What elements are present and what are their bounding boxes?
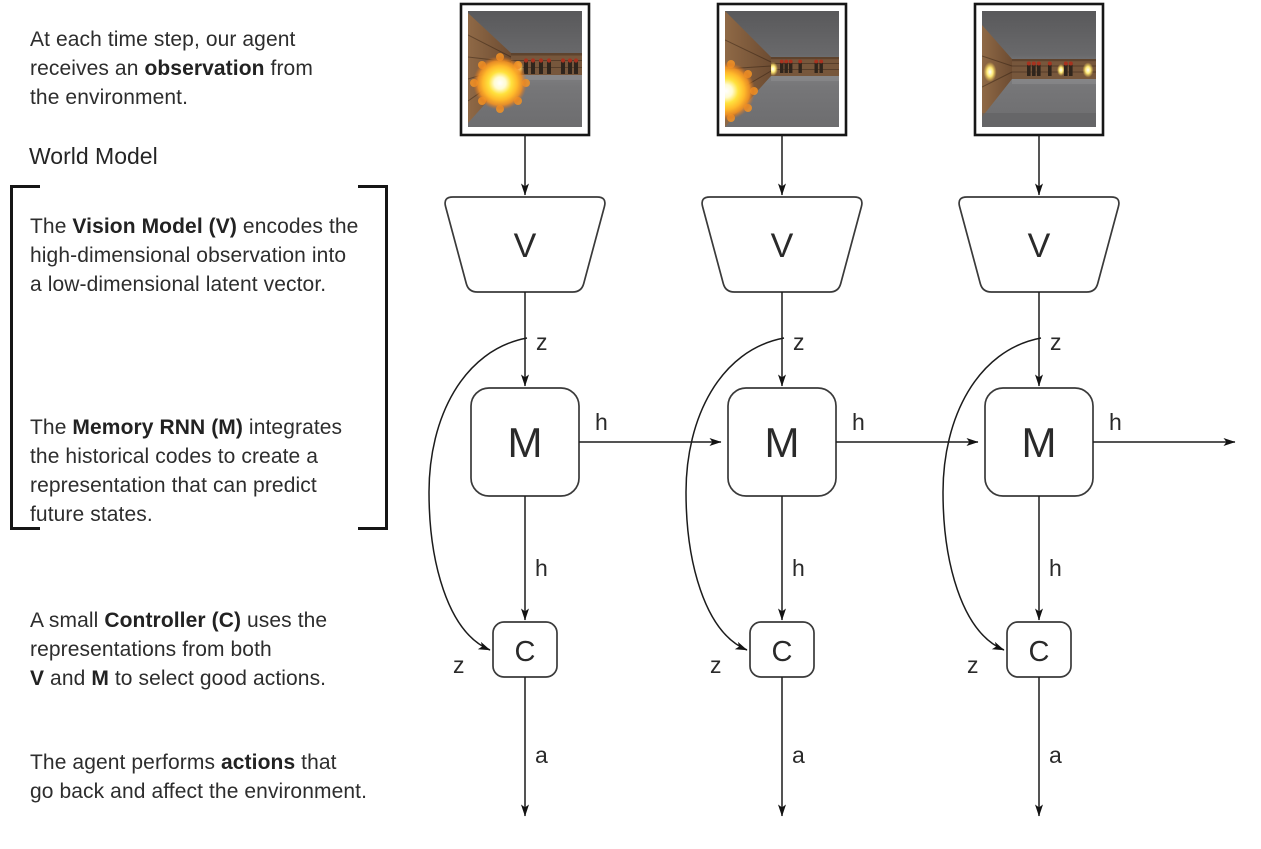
- controller-node-label: C: [1029, 636, 1050, 668]
- controller-text: A small Controller (C) uses the represen…: [30, 606, 327, 693]
- hidden-label: h: [535, 555, 548, 581]
- vision-model-text: The Vision Model (V) encodes the high-di…: [30, 212, 358, 299]
- brick-wall: [982, 25, 1012, 117]
- small-fireball-glow: [1057, 64, 1065, 76]
- action-label: a: [535, 742, 548, 768]
- vision-node: [958, 196, 1120, 293]
- vision-node-label: V: [771, 227, 794, 265]
- text-segment: uses the: [241, 609, 328, 632]
- text-segment: from: [264, 57, 313, 80]
- text-segment-bold: actions: [221, 751, 296, 774]
- latent-skip-arrow: [428, 337, 528, 651]
- text-segment: and: [44, 667, 92, 690]
- vision-node-label: V: [514, 227, 537, 265]
- vision-node: [444, 196, 606, 293]
- small-fireball-glow: [1082, 62, 1094, 78]
- text-segment: the historical codes to create a: [30, 445, 319, 468]
- text-segment-bold: M: [91, 667, 109, 690]
- text-segment: At each time step, our agent: [30, 28, 296, 51]
- large-fireball: [725, 60, 758, 122]
- world-model-heading: World Model: [29, 143, 158, 169]
- memory-rnn-text: The Memory RNN (M) integrates the histor…: [30, 413, 342, 529]
- text-segment: integrates: [243, 416, 343, 439]
- vision-node-label: V: [1028, 227, 1051, 265]
- observation-image: [716, 2, 848, 137]
- text-segment: encodes the: [236, 215, 359, 238]
- text-segment: that: [295, 751, 337, 774]
- observation-scene: [468, 11, 582, 127]
- vision-node: [701, 196, 863, 293]
- text-segment: A small: [30, 609, 105, 632]
- text-segment-bold: V: [30, 667, 45, 690]
- text-segment-bold: observation: [144, 57, 265, 80]
- latent-label: z: [453, 652, 465, 678]
- text-segment: high-dimensional observation into: [30, 244, 347, 267]
- memory-node-label: M: [1022, 419, 1057, 466]
- enemy-sprites: [523, 58, 579, 74]
- text-segment: The agent performs: [30, 751, 221, 774]
- latent-label: z: [967, 652, 979, 678]
- memory-node-label: M: [765, 419, 800, 466]
- hidden-label: h: [595, 409, 608, 435]
- text-segment: the environment.: [30, 86, 189, 109]
- text-segment-bold: Vision Model (V): [72, 215, 237, 238]
- hidden-label: h: [852, 409, 865, 435]
- controller-node-label: C: [772, 636, 793, 668]
- timestep-column: V z z M h h C a: [428, 2, 722, 817]
- hidden-label: h: [792, 555, 805, 581]
- memory-node-label: M: [508, 419, 543, 466]
- wall-fireball-glow: [983, 62, 997, 82]
- enemy-sprites: [779, 59, 824, 73]
- action-label: a: [1049, 742, 1062, 768]
- text-segment-bold: Memory RNN (M): [72, 416, 243, 439]
- controller-node-label: C: [515, 636, 536, 668]
- text-segment: The: [30, 215, 73, 238]
- hidden-label: h: [1049, 555, 1062, 581]
- timestep-column: V z z M h h C a: [942, 2, 1236, 817]
- actions-text: The agent performs actions that go back …: [30, 748, 367, 806]
- observation-scene: [725, 11, 839, 127]
- enemy-sprites: [1026, 61, 1073, 76]
- latent-label: z: [536, 329, 548, 355]
- latent-label: z: [1050, 329, 1062, 355]
- text-segment: to select good actions.: [108, 667, 327, 690]
- text-segment: The: [30, 416, 73, 439]
- latent-skip-arrow: [685, 337, 785, 651]
- observation-scene: [982, 11, 1096, 127]
- latent-label: z: [710, 652, 722, 678]
- timestep-column: V z z M h h C a: [685, 2, 979, 817]
- intro-text: At each time step, our agent receives an…: [30, 25, 313, 112]
- text-segment: receives an: [30, 57, 145, 80]
- text-segment: a low-dimensional latent vector.: [30, 273, 327, 296]
- large-fireball: [470, 53, 530, 113]
- text-segment: representations from both: [30, 638, 272, 661]
- text-segment: go back and affect the environment.: [30, 780, 367, 803]
- observation-image: [973, 2, 1105, 137]
- text-segment: representation that can predict: [30, 474, 317, 497]
- text-segment: future states.: [30, 503, 153, 526]
- latent-label: z: [793, 329, 805, 355]
- world-model-bracket-right: [358, 185, 388, 530]
- hidden-label: h: [1109, 409, 1122, 435]
- latent-skip-arrow: [942, 337, 1042, 651]
- action-label: a: [792, 742, 805, 768]
- observation-image: [459, 2, 591, 137]
- text-segment-bold: Controller (C): [104, 609, 242, 632]
- world-model-bracket-left: [10, 185, 40, 530]
